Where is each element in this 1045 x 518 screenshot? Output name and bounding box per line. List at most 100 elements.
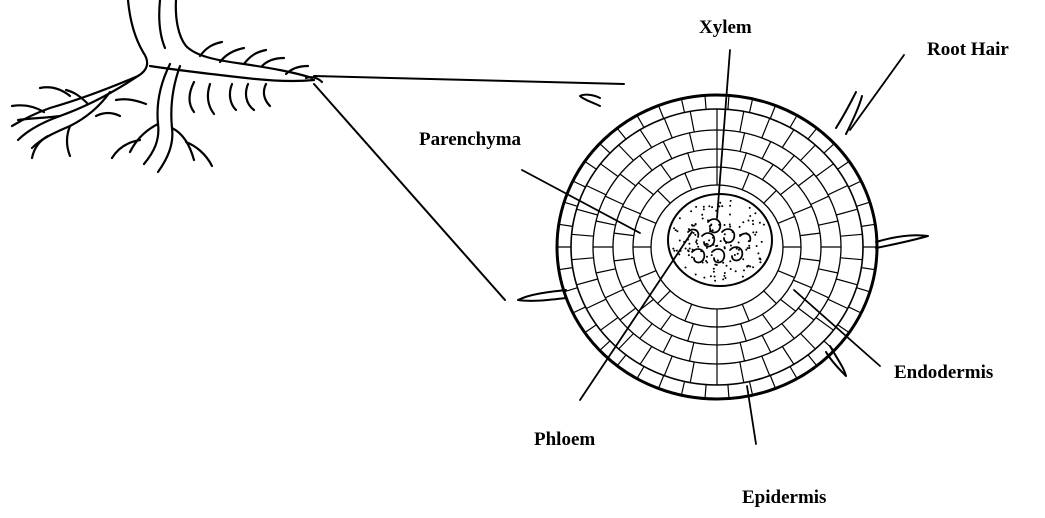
stele-dot [695,206,697,208]
cell-wall [572,258,594,260]
cell-wall [690,111,694,132]
stele-dot [742,276,744,278]
cell-wall [661,165,672,180]
stele-dot [742,221,744,223]
cell-wall [690,362,694,383]
stele-dot [679,240,681,242]
cell-wall [640,130,652,148]
cell-wall [681,99,684,113]
cell-wall [861,268,875,270]
stele-dot [688,254,690,256]
stele-dot [763,224,765,226]
cell-wall [585,161,597,169]
stele-dot [729,260,731,262]
cell-wall [770,376,775,389]
stele-dot [713,271,715,273]
cell-wall [559,268,573,270]
stele-dot [695,224,697,226]
stele-dot [694,234,696,236]
stele-dot [675,229,677,231]
stele-dot [711,206,713,208]
cell-wall [601,318,619,331]
stele-dot [673,227,675,229]
cell-wall [811,290,829,298]
stele-dot [707,243,709,245]
cell-wall [573,307,586,313]
cell-wall [740,343,745,362]
stele-dot [689,248,691,250]
cell-wall [601,164,619,177]
cell-wall [659,376,664,389]
stele-dot [703,208,705,210]
stele-dot [738,249,740,251]
cell-wall [781,183,796,195]
stele-dot [691,224,693,226]
cell-wall [637,367,644,379]
cell-wall [600,144,610,154]
label-phloem: Phloem [534,429,595,450]
stele-dot [701,214,703,216]
stele-dot [690,210,692,212]
cell-wall [764,190,777,203]
stele-dot [719,202,721,204]
cell-wall [741,153,747,170]
cell-wall [605,290,623,298]
cell-wall [762,356,770,376]
cell-wall [638,183,653,195]
stele-dot [756,245,758,247]
stele-dot [714,276,716,278]
cell-wall [577,279,598,285]
stele-dot [748,220,750,222]
cell-wall [596,221,616,225]
stele-dot [688,250,690,252]
stele-dot [676,250,678,252]
stele-dot [725,277,727,279]
stele-dot [748,245,750,247]
cell-wall [622,206,640,214]
cell-wall [800,233,820,236]
cell-wall [585,325,597,333]
cell-wall [728,95,729,109]
stele-dot [749,207,751,209]
stele-dot [709,225,711,227]
stele-dot [752,223,754,225]
stele-dot [730,245,732,247]
cell-wall [816,318,834,331]
cell-wall [659,106,664,119]
cell-wall [639,271,656,278]
stele-dot [673,250,675,252]
stele-dot [702,218,704,220]
stele-dot [679,217,681,219]
stele-dot [714,280,716,282]
stele-dot [734,254,736,256]
zoom-lines [314,76,624,300]
cell-wall [705,95,706,109]
cell-wall [617,128,626,139]
stele-dot [713,268,715,270]
cell-wall [620,174,636,186]
stele-dot [724,272,726,274]
cell-wall [798,174,814,186]
cell-wall [600,341,610,351]
stele-dot [676,230,678,232]
cell-wall [640,347,652,365]
cell-wall [640,324,653,339]
stele-dot [695,274,697,276]
cell-wall [824,144,834,154]
cell-wall [614,258,634,261]
cortex-cell-walls [557,95,877,398]
cell-wall [838,325,850,333]
cell-wall [596,269,616,273]
stele-dot [722,278,724,280]
cell-wall [818,269,838,273]
cell-wall [586,299,606,308]
cell-wall [782,347,794,365]
stele-dot [703,206,705,208]
cell-wall [778,216,795,223]
cell-wall [808,128,817,139]
cell-wall [685,173,692,190]
label-epidermis: Epidermis [742,487,826,508]
stele-dot [752,220,754,222]
stele-dot [695,241,697,243]
label-endodermis: Endodermis [894,362,993,383]
